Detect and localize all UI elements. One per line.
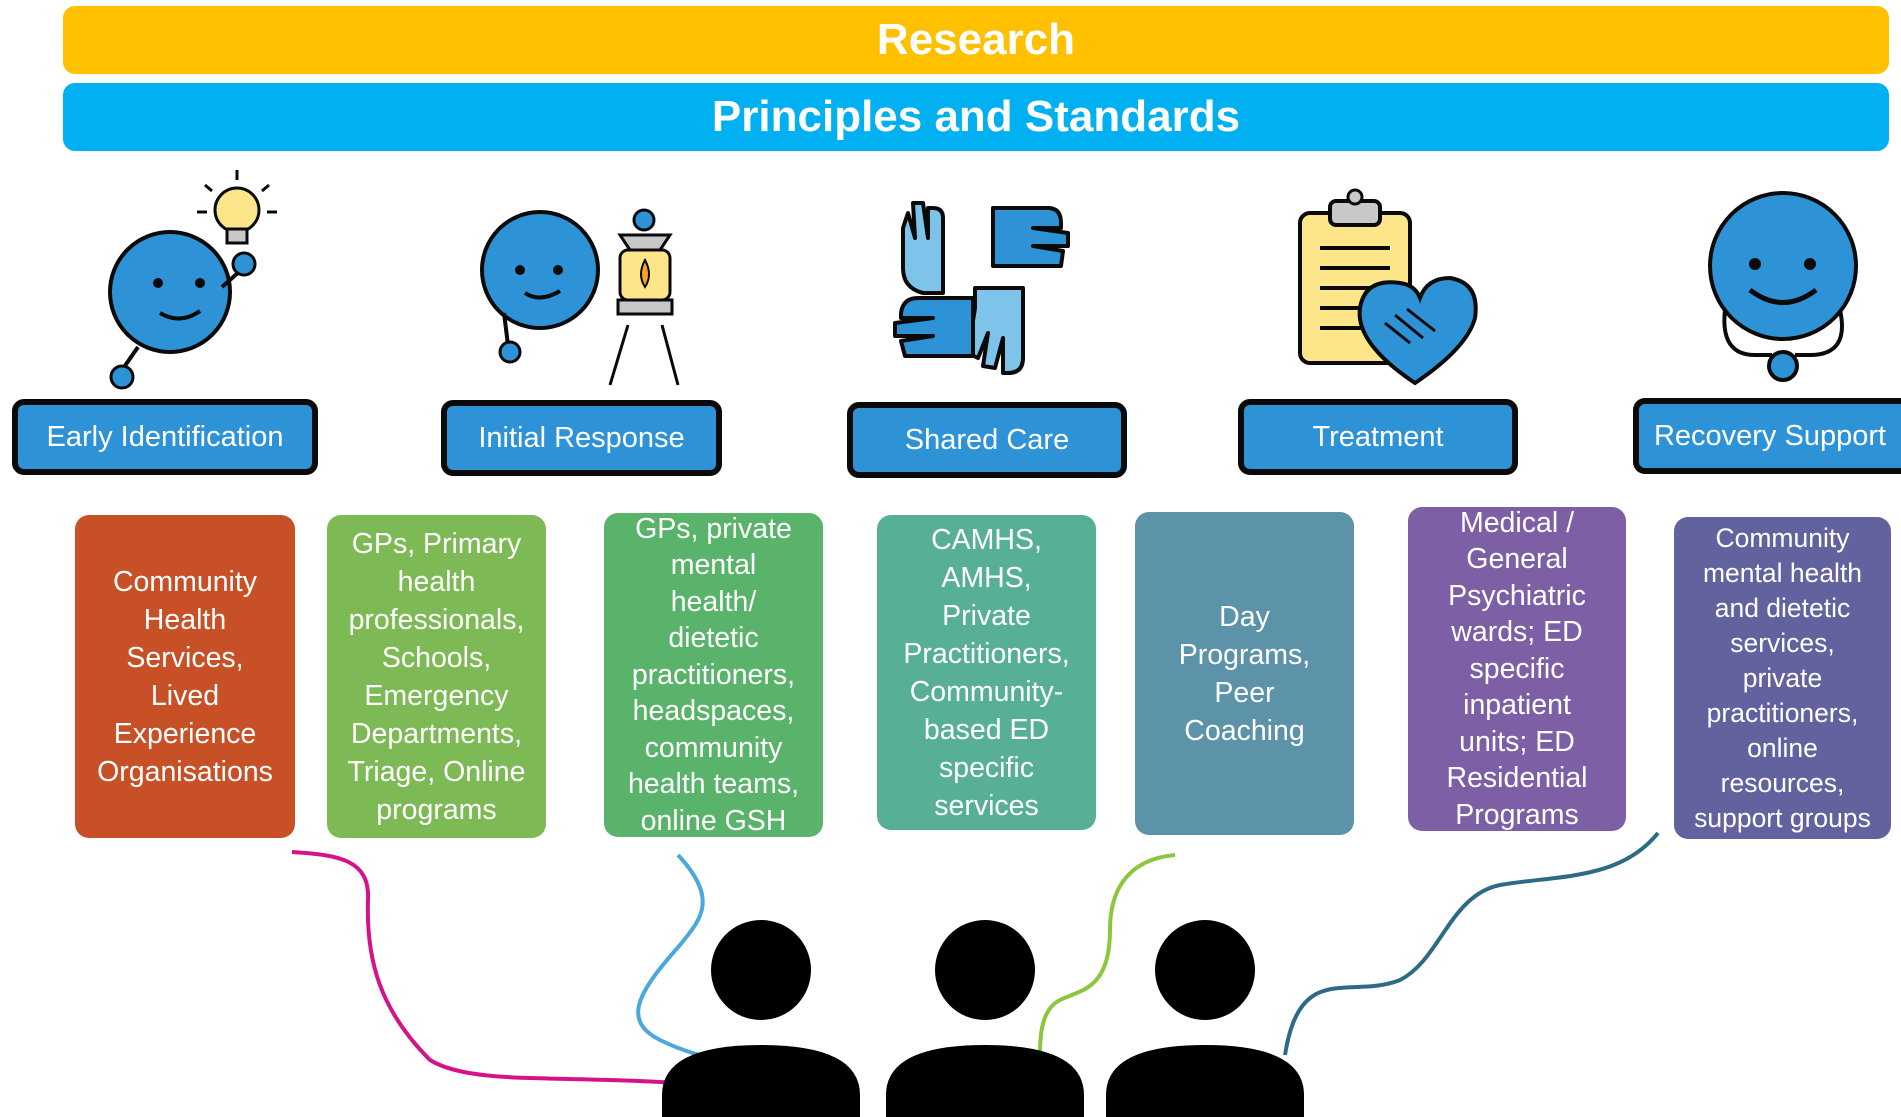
stage-label: Initial Response [478, 421, 685, 454]
stage-recovery-support: Recovery Support [1633, 398, 1901, 474]
smiley-stethoscope-icon [1708, 191, 1858, 382]
service-box-day-programs: Day Programs, Peer Coaching [1135, 512, 1354, 835]
stage-label: Recovery Support [1653, 419, 1887, 452]
connector-line-green [1038, 853, 1176, 1056]
service-text: Day Programs, Peer Coaching [1178, 600, 1311, 747]
person-head [1155, 920, 1255, 1020]
service-text: Community Health Services, Lived Experie… [97, 565, 273, 788]
joined-hands-icon [893, 201, 1070, 375]
person-body [662, 1045, 860, 1117]
service-box-community-mental-health: Community mental health and dietetic ser… [1674, 517, 1891, 839]
service-box-medical-wards: Medical / General Psychiatric wards; ED … [1408, 507, 1626, 831]
stage-early-identification: Early Identification [12, 399, 318, 475]
principles-label: Principles and Standards [711, 92, 1241, 141]
service-box-camhs: CAMHS, AMHS, Private Practitioners, Comm… [877, 515, 1096, 830]
person-head [935, 920, 1035, 1020]
service-box-gps-private: GPs, private mental health/ dietetic pra… [604, 513, 823, 837]
research-label: Research [876, 15, 1076, 64]
service-text: GPs, Primary health professionals, Schoo… [347, 527, 526, 826]
stage-initial-response: Initial Response [441, 400, 722, 476]
lantern-smiley-icon [480, 208, 680, 386]
service-text: Medical / General Psychiatric wards; ED … [1446, 507, 1588, 831]
clipboard-handshake-icon [1298, 188, 1478, 386]
service-text: GPs, private mental health/ dietetic pra… [627, 513, 800, 837]
person-body [1106, 1045, 1304, 1117]
research-banner: Research [63, 6, 1889, 74]
stage-label: Early Identification [46, 420, 284, 453]
person-body [886, 1045, 1084, 1117]
service-box-community-health: Community Health Services, Lived Experie… [75, 515, 295, 838]
connector-line-teal [1283, 831, 1660, 1056]
stage-treatment: Treatment [1238, 399, 1518, 475]
principles-standards-banner: Principles and Standards [63, 83, 1889, 151]
stage-shared-care: Shared Care [847, 402, 1127, 478]
lightbulb-smiley-icon [108, 170, 277, 390]
service-box-gps-primary: GPs, Primary health professionals, Schoo… [327, 515, 546, 838]
service-text: Community mental health and dietetic ser… [1694, 522, 1871, 833]
person-head [711, 920, 811, 1020]
connector-line-magenta [291, 850, 679, 1085]
stage-label: Treatment [1312, 420, 1444, 453]
service-text: CAMHS, AMHS, Private Practitioners, Comm… [903, 523, 1070, 822]
stage-label: Shared Care [904, 423, 1070, 456]
